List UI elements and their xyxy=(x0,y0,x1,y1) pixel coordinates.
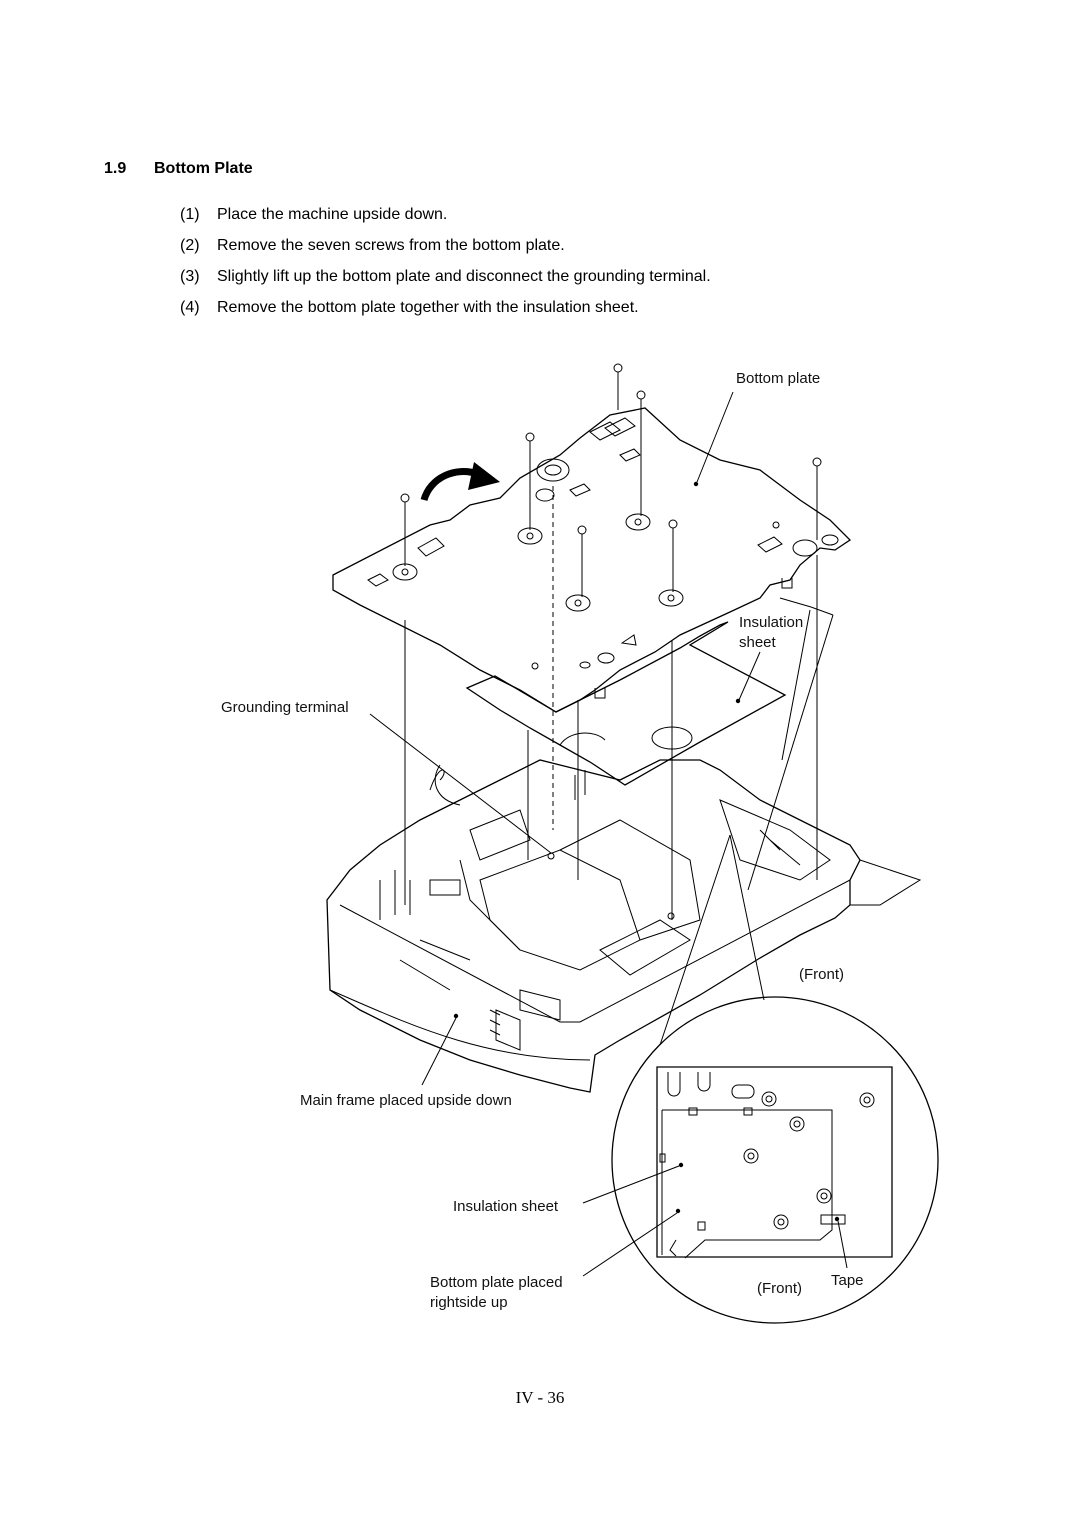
step-text: Place the machine upside down. xyxy=(217,206,448,223)
insulation-sheet-label: Insulation xyxy=(739,614,803,631)
step-item: (2) Remove the seven screws from the bott… xyxy=(180,234,711,265)
main-frame-drawing xyxy=(326,759,922,1093)
screw-icon xyxy=(812,457,822,540)
screw-icon xyxy=(400,493,410,566)
detail-circle xyxy=(611,996,939,1324)
step-number: (3) xyxy=(180,268,200,285)
step-number: (1) xyxy=(180,206,200,223)
screw-icon xyxy=(613,363,623,410)
lift-arrow-icon xyxy=(420,462,500,502)
step-number: (2) xyxy=(180,237,200,254)
screw-icon xyxy=(668,519,678,592)
bottom-plate-label: Bottom plate xyxy=(736,370,820,387)
section-heading: 1.9 Bottom Plate xyxy=(104,160,253,178)
bottom-plate-rightside-label: Bottom plate placed xyxy=(430,1274,563,1291)
step-number: (4) xyxy=(180,299,200,316)
insulation-sheet-drawing xyxy=(465,621,787,786)
step-text: Slightly lift up the bottom plate and di… xyxy=(217,268,711,285)
tape-label: Tape xyxy=(831,1272,864,1289)
bottom-plate-rightside-label-line2: rightside up xyxy=(430,1294,508,1311)
step-item: (1) Place the machine upside down. xyxy=(180,203,711,234)
screws xyxy=(400,363,822,597)
insulation-sheet-detail-label: Insulation sheet xyxy=(453,1198,559,1215)
step-item: (4) Remove the bottom plate together with… xyxy=(180,296,711,327)
main-frame-label: Main frame placed upside down xyxy=(300,1092,512,1109)
insulation-sheet-label-line2: sheet xyxy=(739,634,777,651)
screw-icon xyxy=(577,525,587,597)
section-number: 1.9 xyxy=(104,160,127,177)
grounding-terminal-label: Grounding terminal xyxy=(221,699,349,716)
guide-lines xyxy=(404,486,818,920)
screw-icon xyxy=(636,390,646,516)
screw-icon xyxy=(525,432,535,530)
step-text: Remove the bottom plate together with th… xyxy=(217,299,639,316)
bottom-plate-drawing xyxy=(332,407,852,713)
step-list: (1) Place the machine upside down. (2) Rem… xyxy=(180,203,711,327)
front-label: (Front) xyxy=(799,966,844,983)
section-title: Bottom Plate xyxy=(154,160,253,177)
leader-lines xyxy=(369,391,848,1277)
front-detail-label: (Front) xyxy=(757,1280,802,1297)
page-number: IV - 36 xyxy=(515,1388,565,1407)
step-item: (3) Slightly lift up the bottom plate and… xyxy=(180,265,711,296)
step-text: Remove the seven screws from the bottom … xyxy=(217,237,565,254)
